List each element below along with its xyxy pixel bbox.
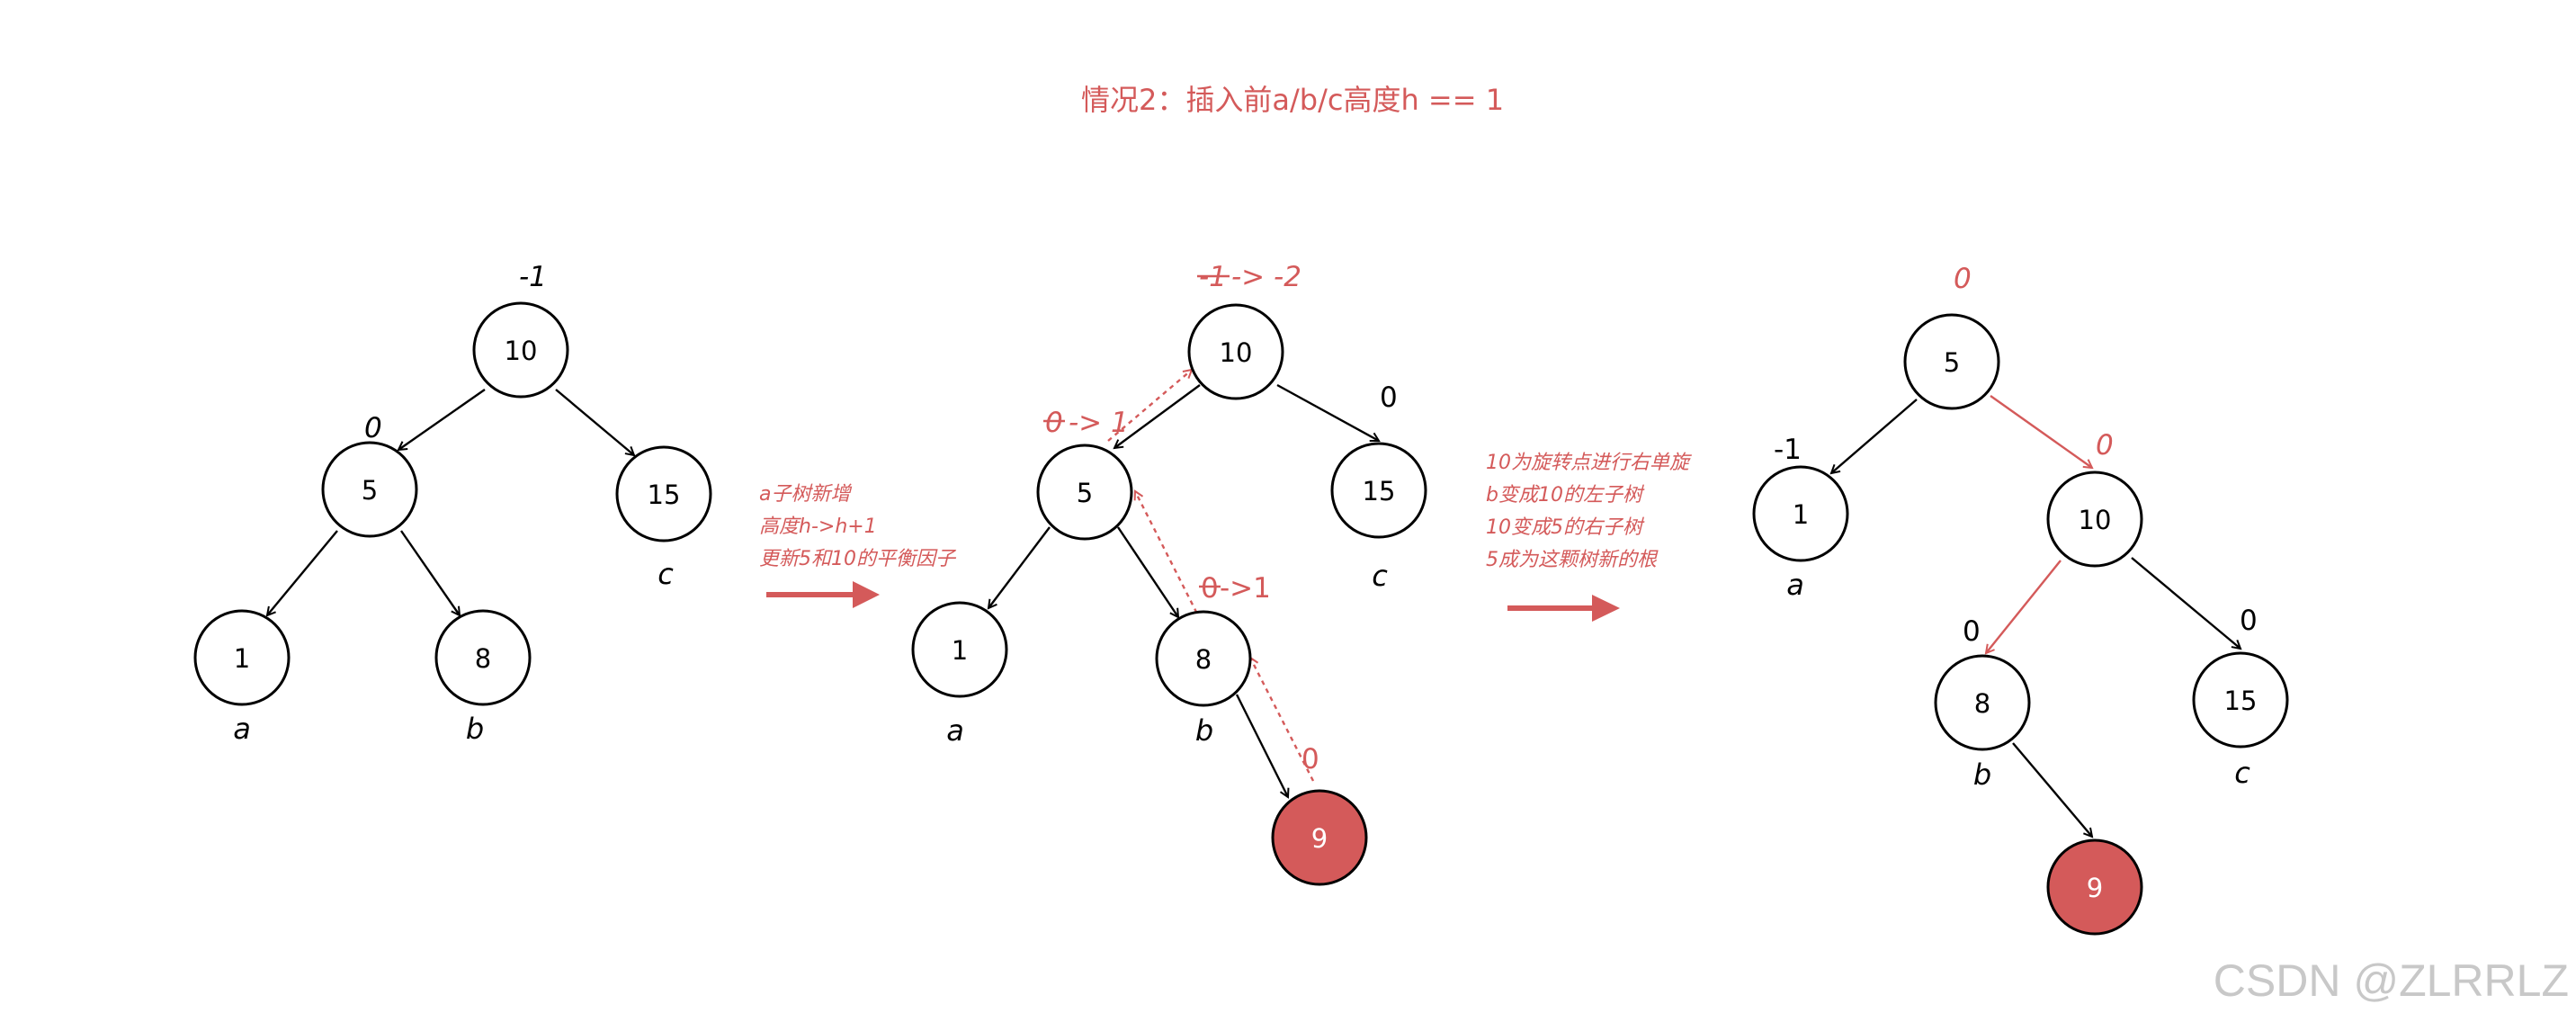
subtree-label-c: c	[657, 557, 674, 591]
subtree-label-a: a	[233, 712, 251, 746]
tree-node-1: 1	[1752, 465, 1849, 562]
balance-factor-10: 0	[2096, 429, 2114, 462]
tree-node-10: 10	[2046, 471, 2143, 568]
subtree-label-c: c	[2234, 756, 2250, 790]
balance-new-10: -> -2	[1231, 261, 1301, 293]
subtree-label-b: b	[1195, 713, 1213, 748]
step-2-note-line-2: b变成10的左子树	[1486, 484, 1645, 507]
step-2-arrow-icon	[1507, 595, 1620, 622]
node-label: 1	[1793, 499, 1809, 530]
tree-before-insert: 10 5 15 1 8 -1 0 a b c	[193, 261, 712, 746]
tree-node-5: 5	[321, 441, 418, 538]
tree-node-15: 15	[2192, 651, 2289, 749]
tree-node-9-new: 9	[2046, 838, 2143, 936]
tree-node-5-root: 5	[1903, 313, 2000, 410]
node-label: 10	[2079, 505, 2112, 535]
edge-5-1	[1831, 399, 1918, 473]
balance-old-5: 0	[1045, 407, 1063, 439]
tree-node-15: 15	[1330, 442, 1427, 539]
tree-node-1: 1	[911, 601, 1008, 698]
node-label: 5	[1944, 347, 1960, 378]
balance-update-8: 0 ->1	[1199, 572, 1271, 605]
edge-8-9	[2012, 742, 2092, 837]
node-label: 10	[505, 336, 538, 366]
node-label: 5	[1077, 478, 1093, 508]
edge-5-1	[988, 526, 1051, 608]
tree-node-5: 5	[1036, 444, 1133, 541]
update-path-8-to-5	[1135, 491, 1203, 622]
subtree-label-b: b	[1973, 758, 1991, 792]
node-label: 9	[2087, 873, 2103, 903]
tree-node-8: 8	[1934, 654, 2031, 751]
balance-update-5: 0 -> 1	[1043, 407, 1129, 439]
step-1-note-line-2: 高度h->h+1	[759, 515, 877, 538]
tree-node-15: 15	[615, 445, 712, 542]
balance-factor-5: 0	[364, 412, 382, 444]
edge-8-9	[1235, 694, 1288, 797]
balance-factor-5: 0	[1954, 263, 1972, 295]
balance-new-8: ->1	[1220, 572, 1271, 605]
edge-10-5	[398, 389, 486, 450]
edge-5-10	[1990, 395, 2092, 468]
balance-factor-1: -1	[1774, 434, 1802, 466]
balance-factor-15: 0	[1380, 381, 1398, 414]
subtree-label-b: b	[466, 712, 484, 746]
tree-node-10: 10	[1187, 303, 1284, 400]
edge-5-8	[400, 530, 460, 615]
balance-factor-8: 0	[1963, 615, 1981, 648]
edge-5-1	[267, 530, 338, 615]
edge-10-15	[2131, 557, 2241, 649]
node-label: 9	[1311, 823, 1328, 854]
edge-10-5	[1114, 384, 1201, 448]
tree-node-9-new: 9	[1271, 789, 1368, 886]
step-2-note-line-1: 10为旋转点进行右单旋	[1486, 452, 1692, 474]
subtree-label-a: a	[1786, 568, 1804, 602]
subtree-label-a: a	[946, 713, 964, 748]
balance-old-8: 0	[1201, 572, 1219, 605]
node-label: 1	[234, 643, 250, 674]
step-1-note-line-3: 更新5和10的平衡因子	[759, 548, 957, 570]
node-label: 8	[475, 643, 491, 674]
tree-node-1: 1	[193, 609, 291, 706]
edge-10-15	[1276, 383, 1379, 441]
balance-factor-9: 0	[1301, 743, 1319, 775]
tree-node-10: 10	[472, 301, 569, 399]
step-2-note-line-3: 10变成5的右子树	[1486, 516, 1645, 539]
edge-10-15	[555, 389, 634, 455]
edge-5-8	[1117, 526, 1178, 617]
node-label: 8	[1974, 688, 1990, 719]
step-1-annotation: a子树新增 高度h->h+1 更新5和10的平衡因子	[759, 483, 957, 608]
diagram-title: 情况2：插入前a/b/c高度h == 1	[1081, 83, 1504, 117]
subtree-label-c: c	[1372, 559, 1388, 593]
tree-after-rotation: 5 1 10 8 15 9 0 -1 0 0 0 a b c	[1752, 263, 2289, 936]
node-label: 15	[1363, 476, 1396, 507]
balance-factor-15: 0	[2240, 605, 2258, 637]
tree-node-8: 8	[1155, 610, 1252, 707]
node-label: 1	[952, 635, 968, 666]
node-label: 5	[362, 475, 378, 506]
tree-after-insert: 10 5 15 1 8 9 -1 -> -2 0	[911, 261, 1427, 886]
balance-update-10: -1 -> -2	[1197, 261, 1301, 293]
balance-new-5: -> 1	[1069, 407, 1129, 439]
tree-node-8: 8	[434, 609, 532, 706]
node-label: 15	[2224, 686, 2258, 716]
watermark: CSDN @ZLRRLZ	[2214, 955, 2569, 1006]
edge-10-8	[1986, 560, 2062, 653]
step-2-annotation: 10为旋转点进行右单旋 b变成10的左子树 10变成5的右子树 5成为这颗树新的…	[1486, 452, 1692, 622]
step-1-arrow-icon	[766, 581, 880, 608]
balance-factor-10: -1	[519, 261, 547, 293]
node-label: 10	[1220, 337, 1253, 368]
step-1-note-line-1: a子树新增	[759, 483, 852, 506]
step-2-note-line-4: 5成为这颗树新的根	[1486, 549, 1659, 571]
node-label: 15	[648, 480, 681, 510]
update-path-5-to-10	[1107, 370, 1192, 442]
node-label: 8	[1195, 644, 1212, 675]
